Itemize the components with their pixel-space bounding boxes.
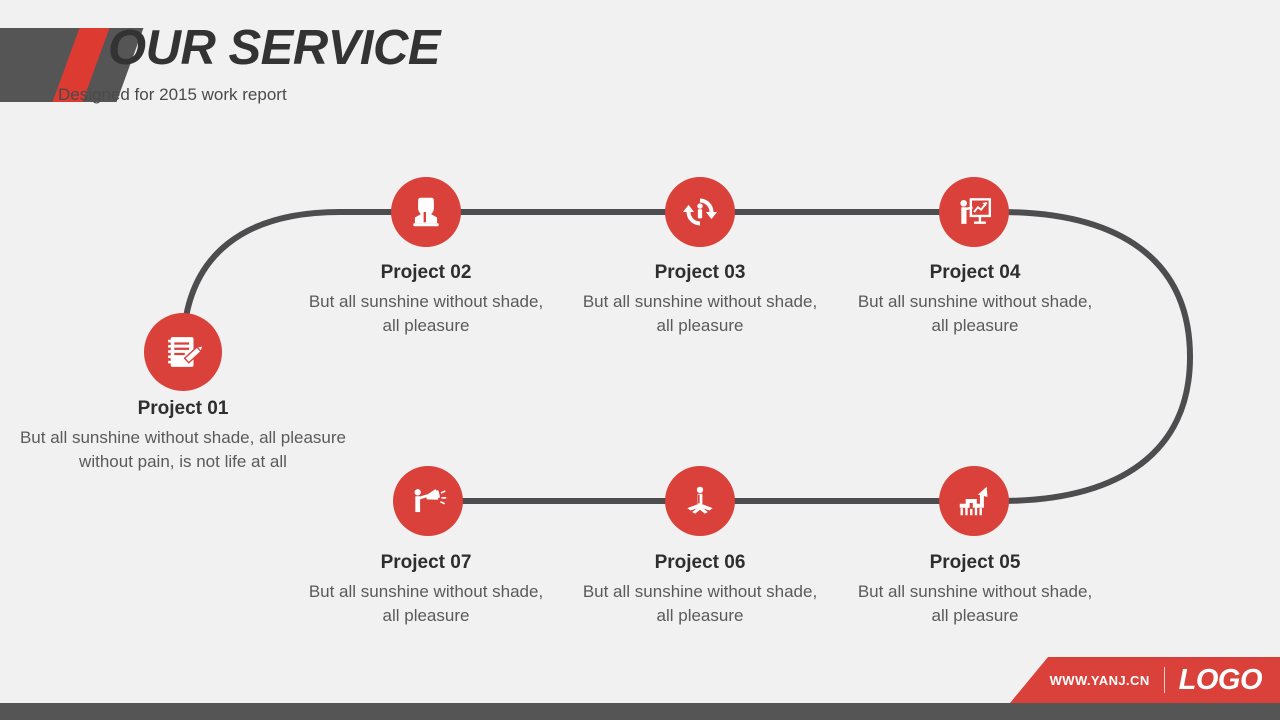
- node-project-01[interactable]: [144, 313, 222, 391]
- caption-title: Project 02: [380, 262, 472, 283]
- node-project-05[interactable]: [939, 466, 1009, 536]
- caption-project-03: Project 03 But all sunshine without shad…: [580, 262, 820, 338]
- caption-desc: But all sunshine without shade, all plea…: [19, 428, 347, 472]
- caption-project-06: Project 06 But all sunshine without shad…: [580, 552, 820, 628]
- caption-desc: But all sunshine without shade, all plea…: [857, 292, 1093, 336]
- node-project-06[interactable]: [665, 466, 735, 536]
- caption-title: Project 05: [929, 552, 1021, 573]
- caption-title: Project 06: [654, 552, 746, 573]
- caption-title: Project 04: [929, 262, 1021, 283]
- person-laptop-icon: [407, 193, 445, 231]
- caption-project-05: Project 05 But all sunshine without shad…: [855, 552, 1095, 628]
- notepad-pencil-icon: [162, 331, 204, 373]
- node-project-03[interactable]: [665, 177, 735, 247]
- caption-desc: But all sunshine without shade, all plea…: [308, 292, 544, 336]
- footer-red-panel: [1010, 657, 1280, 703]
- caption-desc: But all sunshine without shade, all plea…: [582, 292, 818, 336]
- caption-title: Project 01: [137, 398, 229, 419]
- page-subtitle: Designed for 2015 work report: [58, 85, 287, 104]
- footer-url[interactable]: WWW.YANJ.CN: [1049, 672, 1150, 688]
- caption-project-07: Project 07 But all sunshine without shad…: [306, 552, 546, 628]
- growth-chart-arrow-icon: [955, 482, 993, 520]
- caption-project-02: Project 02 But all sunshine without shad…: [306, 262, 546, 338]
- caption-desc: But all sunshine without shade, all plea…: [857, 582, 1093, 626]
- caption-project-01: Project 01 But all sunshine without shad…: [18, 398, 348, 474]
- slide-header: OUR SERVICE Designed for 2015 work repor…: [0, 0, 1280, 120]
- caption-desc: But all sunshine without shade, all plea…: [582, 582, 818, 626]
- page-title: OUR SERVICE: [108, 21, 441, 75]
- node-project-04[interactable]: [939, 177, 1009, 247]
- person-recycle-arrows-icon: [681, 193, 719, 231]
- footer-divider: [1163, 667, 1165, 693]
- node-project-02[interactable]: [391, 177, 461, 247]
- caption-desc: But all sunshine without shade, all plea…: [308, 582, 544, 626]
- person-megaphone-icon: [409, 482, 447, 520]
- caption-title: Project 07: [380, 552, 472, 573]
- person-crossroads-icon: [681, 482, 719, 520]
- footer-bar: [0, 703, 1280, 720]
- caption-title: Project 03: [654, 262, 746, 283]
- presenter-chart-board-icon: [955, 193, 993, 231]
- footer-logo: LOGO: [1178, 663, 1263, 696]
- caption-project-04: Project 04 But all sunshine without shad…: [855, 262, 1095, 338]
- node-project-07[interactable]: [393, 466, 463, 536]
- footer-content: WWW.YANJ.CN LOGO: [1010, 657, 1280, 703]
